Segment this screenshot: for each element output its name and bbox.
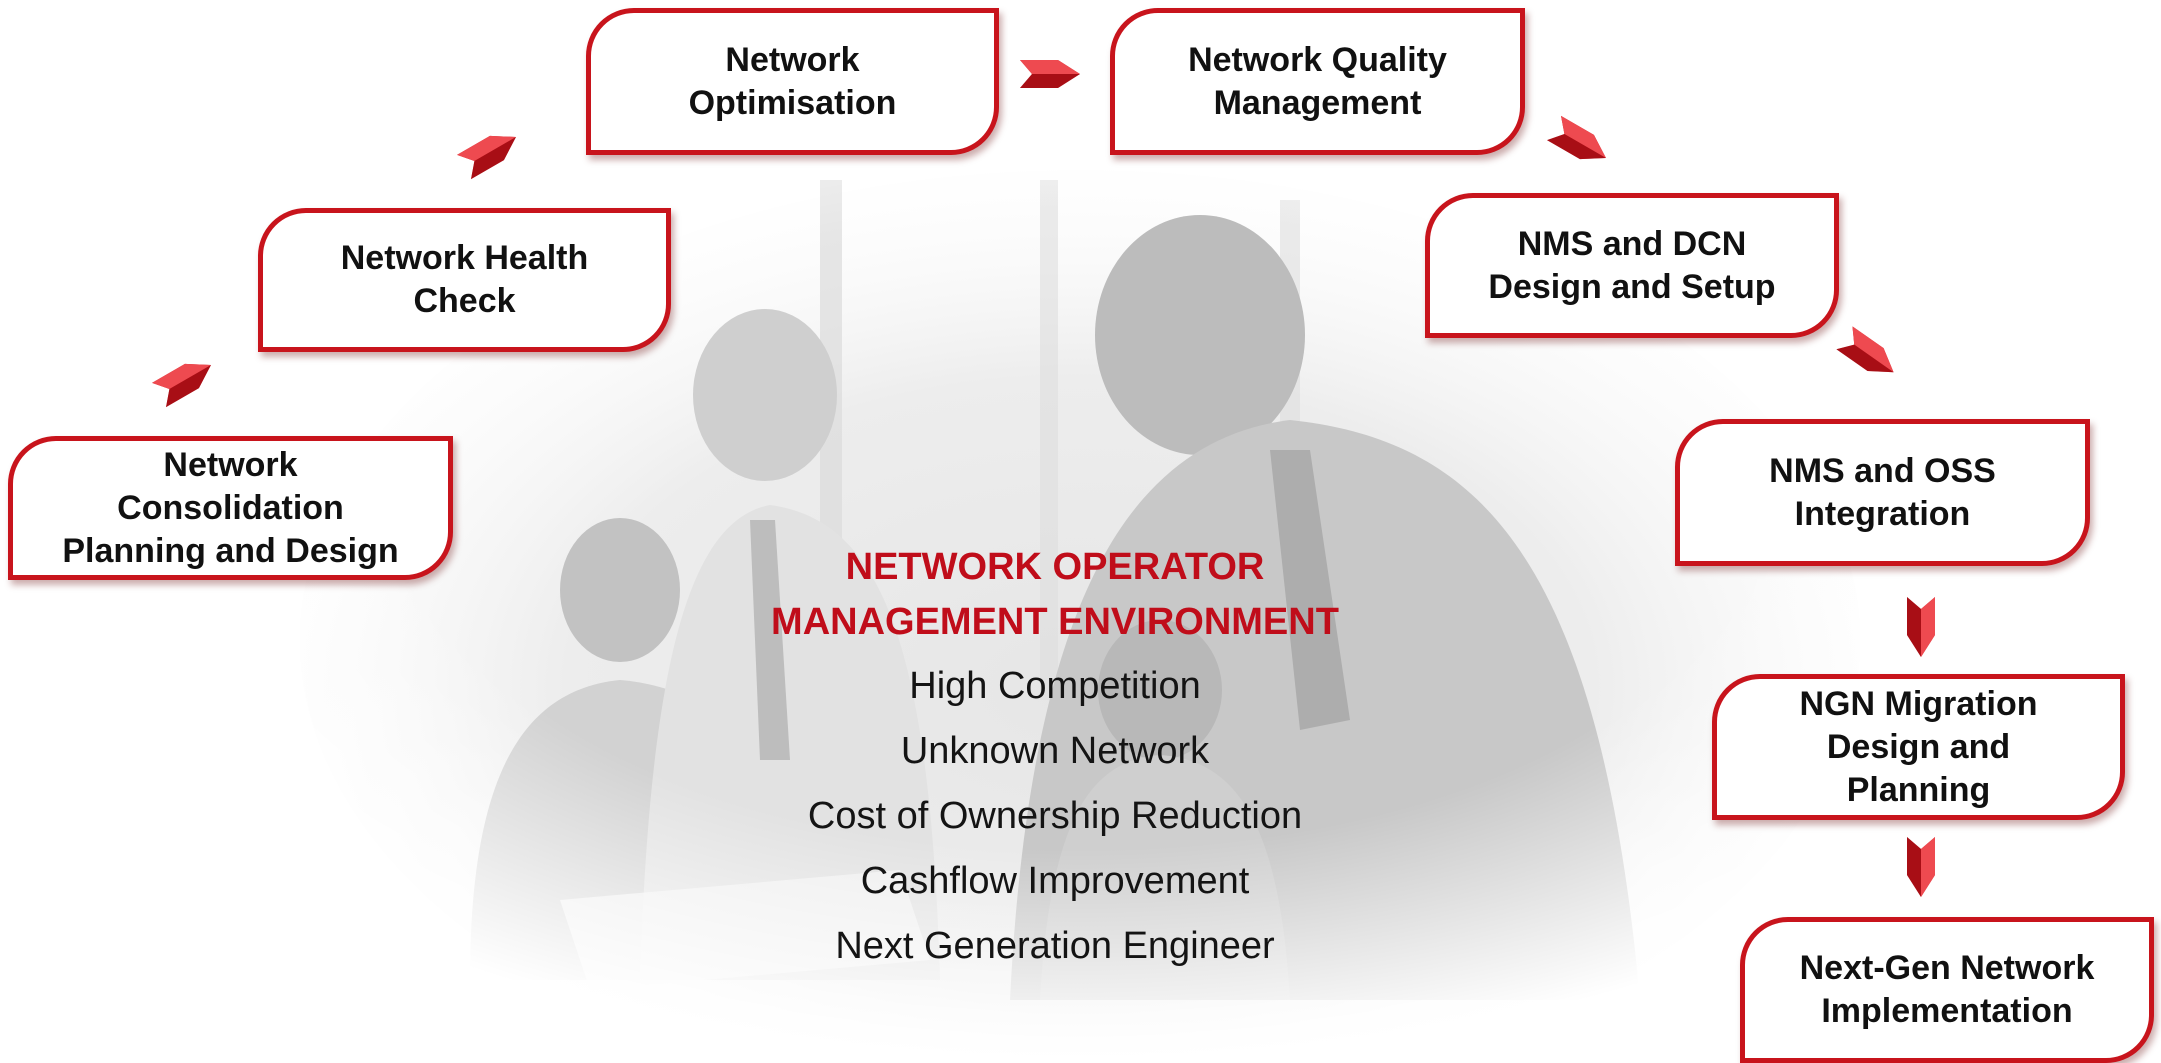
step-label: Network Consolidation Planning and Desig… bbox=[62, 445, 399, 570]
step-network-optimisation: Network Optimisation bbox=[586, 8, 999, 155]
step-nms-dcn-design: NMS and DCN Design and Setup bbox=[1425, 193, 1839, 338]
step-network-consolidation: Network Consolidation Planning and Desig… bbox=[8, 436, 453, 580]
chevron-arrow-icon bbox=[457, 135, 516, 180]
chevron-arrow-icon bbox=[1907, 837, 1935, 897]
center-title: NETWORK OPERATOR MANAGEMENT ENVIRONMENT bbox=[771, 546, 1339, 643]
factor-list: High Competition Unknown Network Cost of… bbox=[655, 654, 1455, 979]
step-label: Network Health Check bbox=[340, 239, 589, 320]
factor-item: Next Generation Engineer bbox=[835, 925, 1275, 967]
factor-item: Unknown Network bbox=[900, 730, 1210, 772]
step-label: NMS and DCN Design and Setup bbox=[1488, 224, 1776, 306]
step-next-gen-implementation: Next-Gen Network Implementation bbox=[1740, 917, 2154, 1063]
step-network-health-check: Network Health Check bbox=[258, 208, 671, 352]
step-label: Network Optimisation bbox=[688, 40, 897, 122]
step-label: NGN Migration Design and Planning bbox=[1799, 684, 2038, 809]
step-label: Next-Gen Network Implementation bbox=[1799, 949, 2095, 1030]
step-ngn-migration: NGN Migration Design and Planning bbox=[1712, 674, 2125, 820]
chevron-arrow-icon bbox=[1547, 115, 1606, 160]
center-content: NETWORK OPERATOR MANAGEMENT ENVIRONMENT … bbox=[655, 540, 1455, 979]
factor-item: Cashflow Improvement bbox=[860, 860, 1250, 902]
step-nms-oss-integration: NMS and OSS Integration bbox=[1675, 419, 2090, 566]
factor-item: Cost of Ownership Reduction bbox=[807, 795, 1303, 837]
chevron-arrow-icon bbox=[1020, 60, 1080, 88]
factor-item: High Competition bbox=[909, 665, 1201, 707]
step-network-quality-management: Network Quality Management bbox=[1110, 8, 1525, 155]
step-label: NMS and OSS Integration bbox=[1769, 451, 1996, 533]
chevron-arrow-icon bbox=[1907, 597, 1935, 657]
step-label: Network Quality Management bbox=[1188, 40, 1447, 122]
chevron-arrow-icon bbox=[1836, 326, 1894, 373]
chevron-arrow-icon bbox=[152, 363, 211, 408]
